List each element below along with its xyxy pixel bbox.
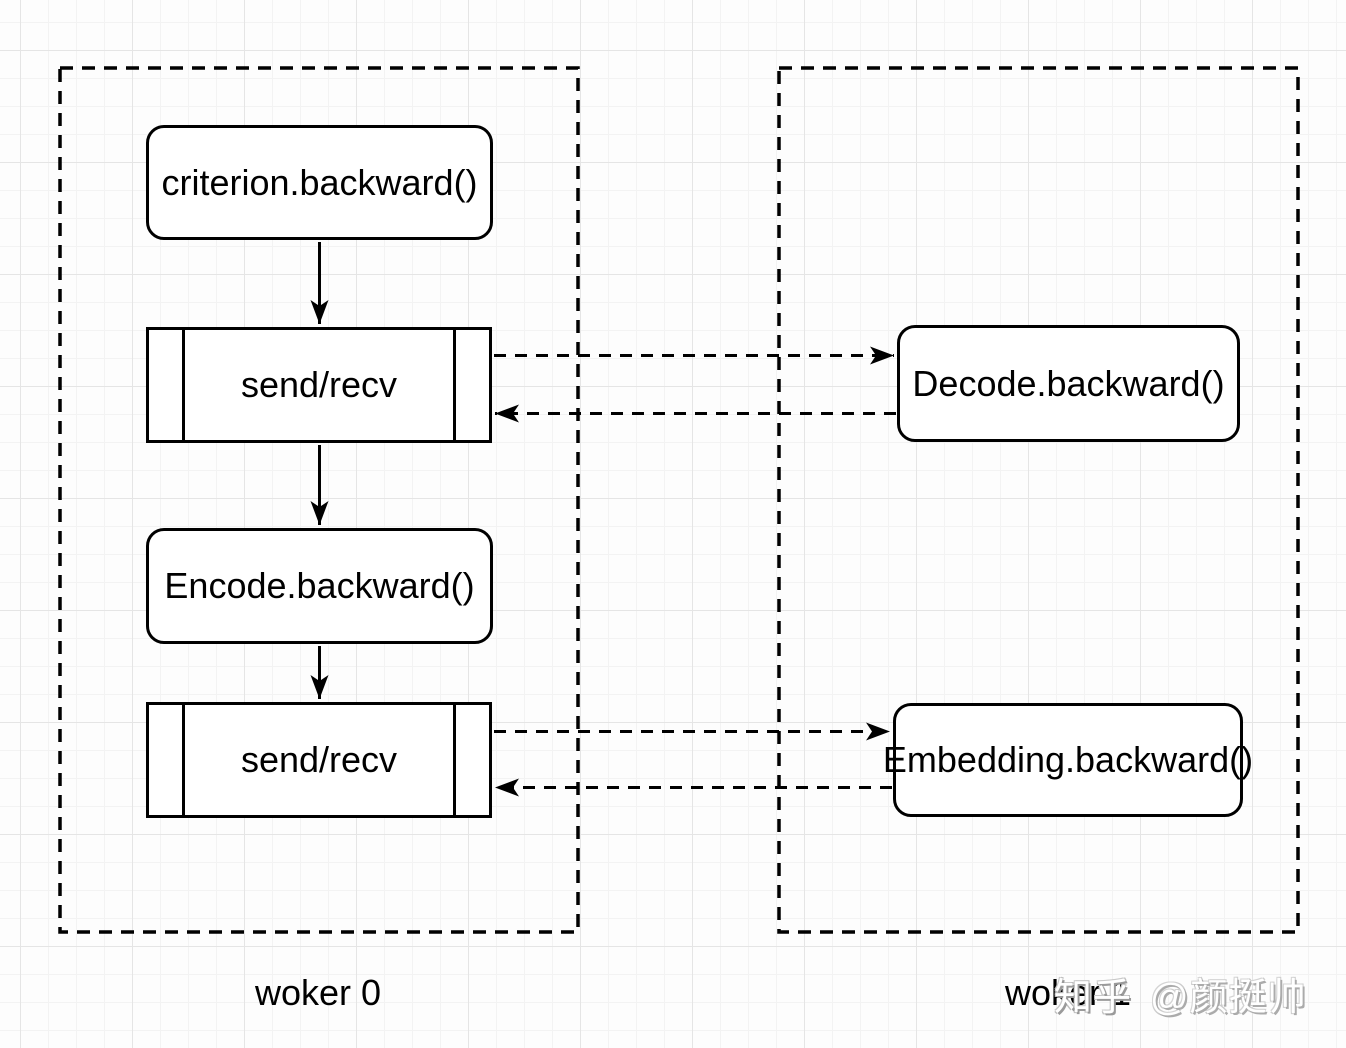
node-encode-backward: Encode.backward() [146, 528, 493, 644]
worker0-frame [58, 66, 580, 934]
node-send-recv-top: send/recv [146, 327, 492, 443]
node-label: Decode.backward() [912, 362, 1225, 404]
zhihu-watermark: 知乎 @颜挺帅 [1054, 966, 1307, 1021]
node-decode-backward: Decode.backward() [897, 325, 1240, 442]
worker1-frame [777, 66, 1300, 934]
node-label: criterion.backward() [161, 161, 478, 203]
worker1-label: woker 1 [1005, 972, 1132, 1013]
node-label: Encode.backward() [164, 565, 475, 607]
watermark-brand: 知乎 [1054, 977, 1133, 1019]
sendrecv-right-bar [453, 330, 456, 440]
node-send-recv-bottom: send/recv [146, 702, 492, 818]
worker0-label: woker 0 [255, 972, 382, 1013]
watermark-author: @颜挺帅 [1150, 977, 1307, 1019]
sendrecv-left-bar [182, 330, 185, 440]
sendrecv-right-bar [453, 705, 456, 815]
node-label: send/recv [240, 364, 398, 406]
node-label: send/recv [240, 739, 398, 781]
node-criterion-backward: criterion.backward() [146, 125, 493, 240]
node-label: Embedding.backward() [882, 739, 1254, 781]
sendrecv-left-bar [182, 705, 185, 815]
node-embedding-backward: Embedding.backward() [883, 703, 1253, 817]
